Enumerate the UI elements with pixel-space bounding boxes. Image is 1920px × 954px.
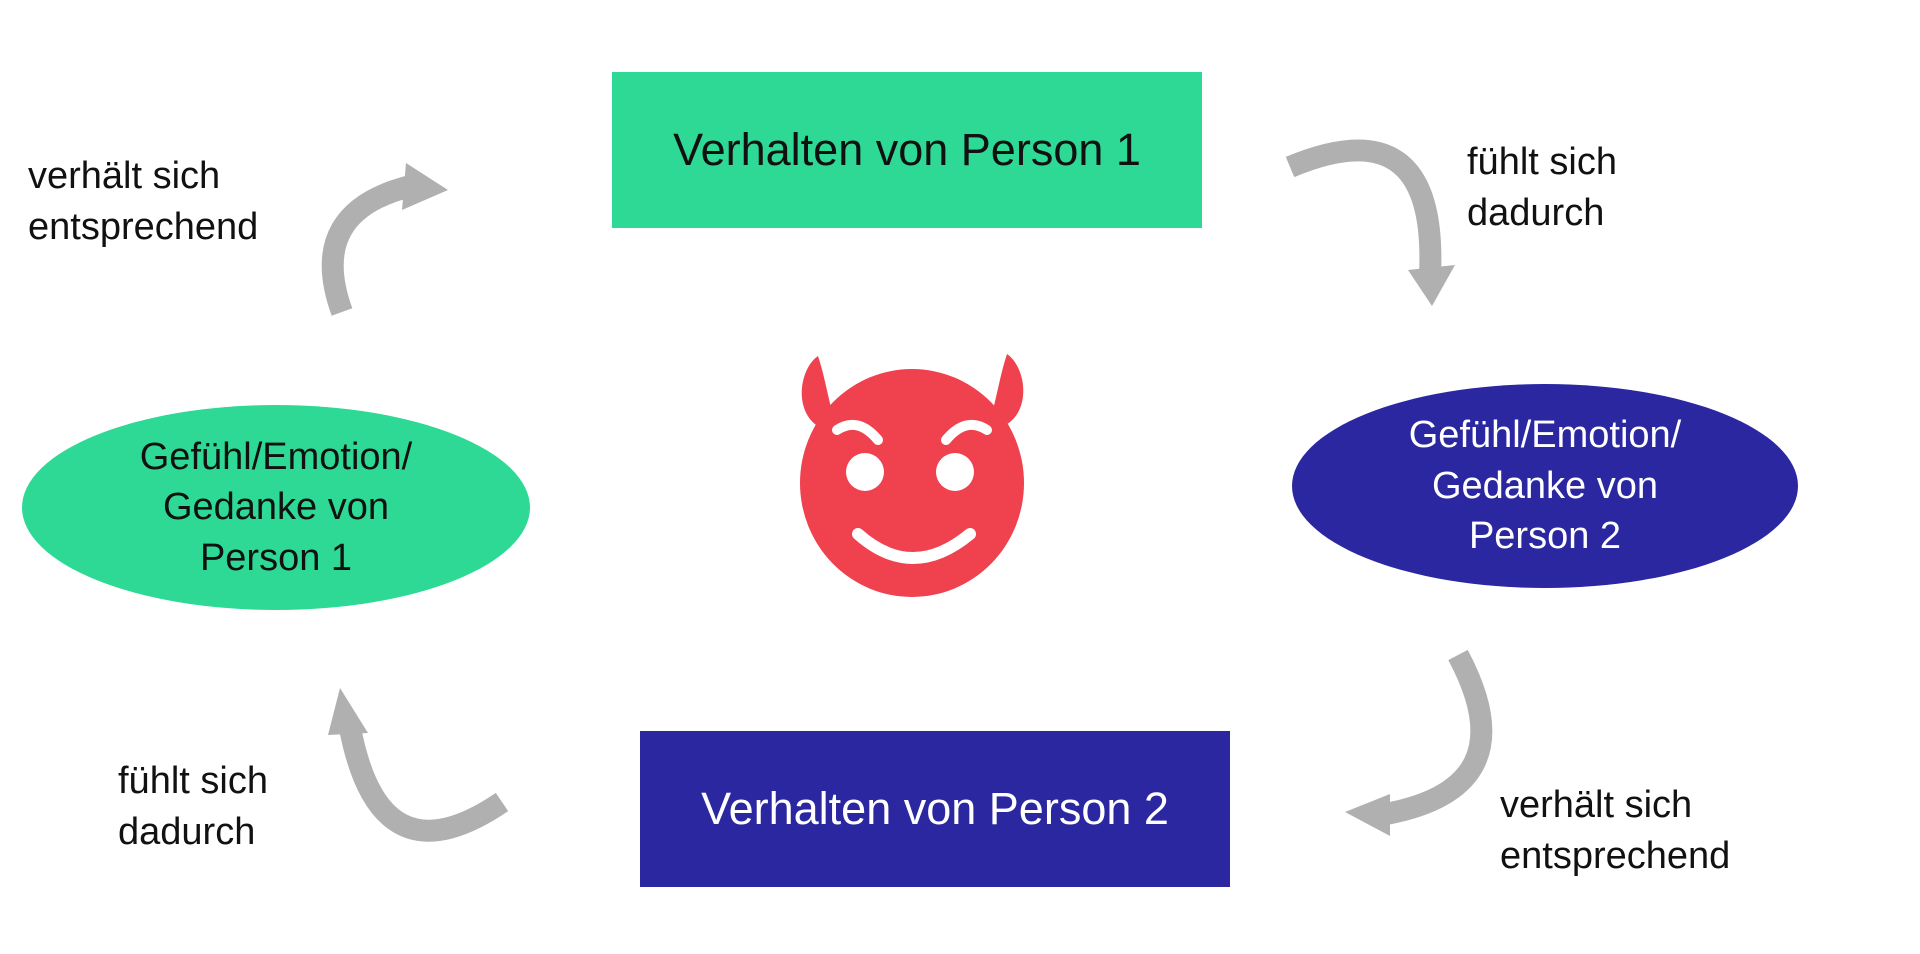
- arrow-bottom-left-icon: [328, 688, 509, 842]
- node-feeling-person-2-label: Gefühl/Emotion/ Gedanke von Person 2: [1408, 414, 1682, 558]
- node-feeling-person-2: Gefühl/Emotion/ Gedanke von Person 2: [1292, 384, 1798, 588]
- node-feeling-person-1-label: Gefühl/Emotion/ Gedanke von Person 1: [139, 435, 413, 579]
- node-behavior-person-1: Verhalten von Person 1: [612, 72, 1202, 228]
- node-feeling-person-1: Gefühl/Emotion/ Gedanke von Person 1: [22, 405, 530, 610]
- devil-smiley-icon: [800, 354, 1024, 597]
- edge-label-bottom-right: verhält sich entsprechend: [1500, 784, 1731, 877]
- node-behavior-person-2-label: Verhalten von Person 2: [701, 783, 1169, 835]
- edge-label-bottom-left: fühlt sich dadurch: [118, 760, 268, 853]
- node-behavior-person-1-label: Verhalten von Person 1: [673, 124, 1141, 176]
- arrow-bottom-right-icon: [1345, 649, 1493, 836]
- arrow-top-right-icon: [1285, 139, 1455, 306]
- edge-label-top-left: verhält sich entsprechend: [28, 155, 259, 248]
- arrow-top-left-icon: [321, 163, 448, 316]
- node-behavior-person-2: Verhalten von Person 2: [640, 731, 1230, 887]
- edge-label-top-right: fühlt sich dadurch: [1467, 141, 1617, 234]
